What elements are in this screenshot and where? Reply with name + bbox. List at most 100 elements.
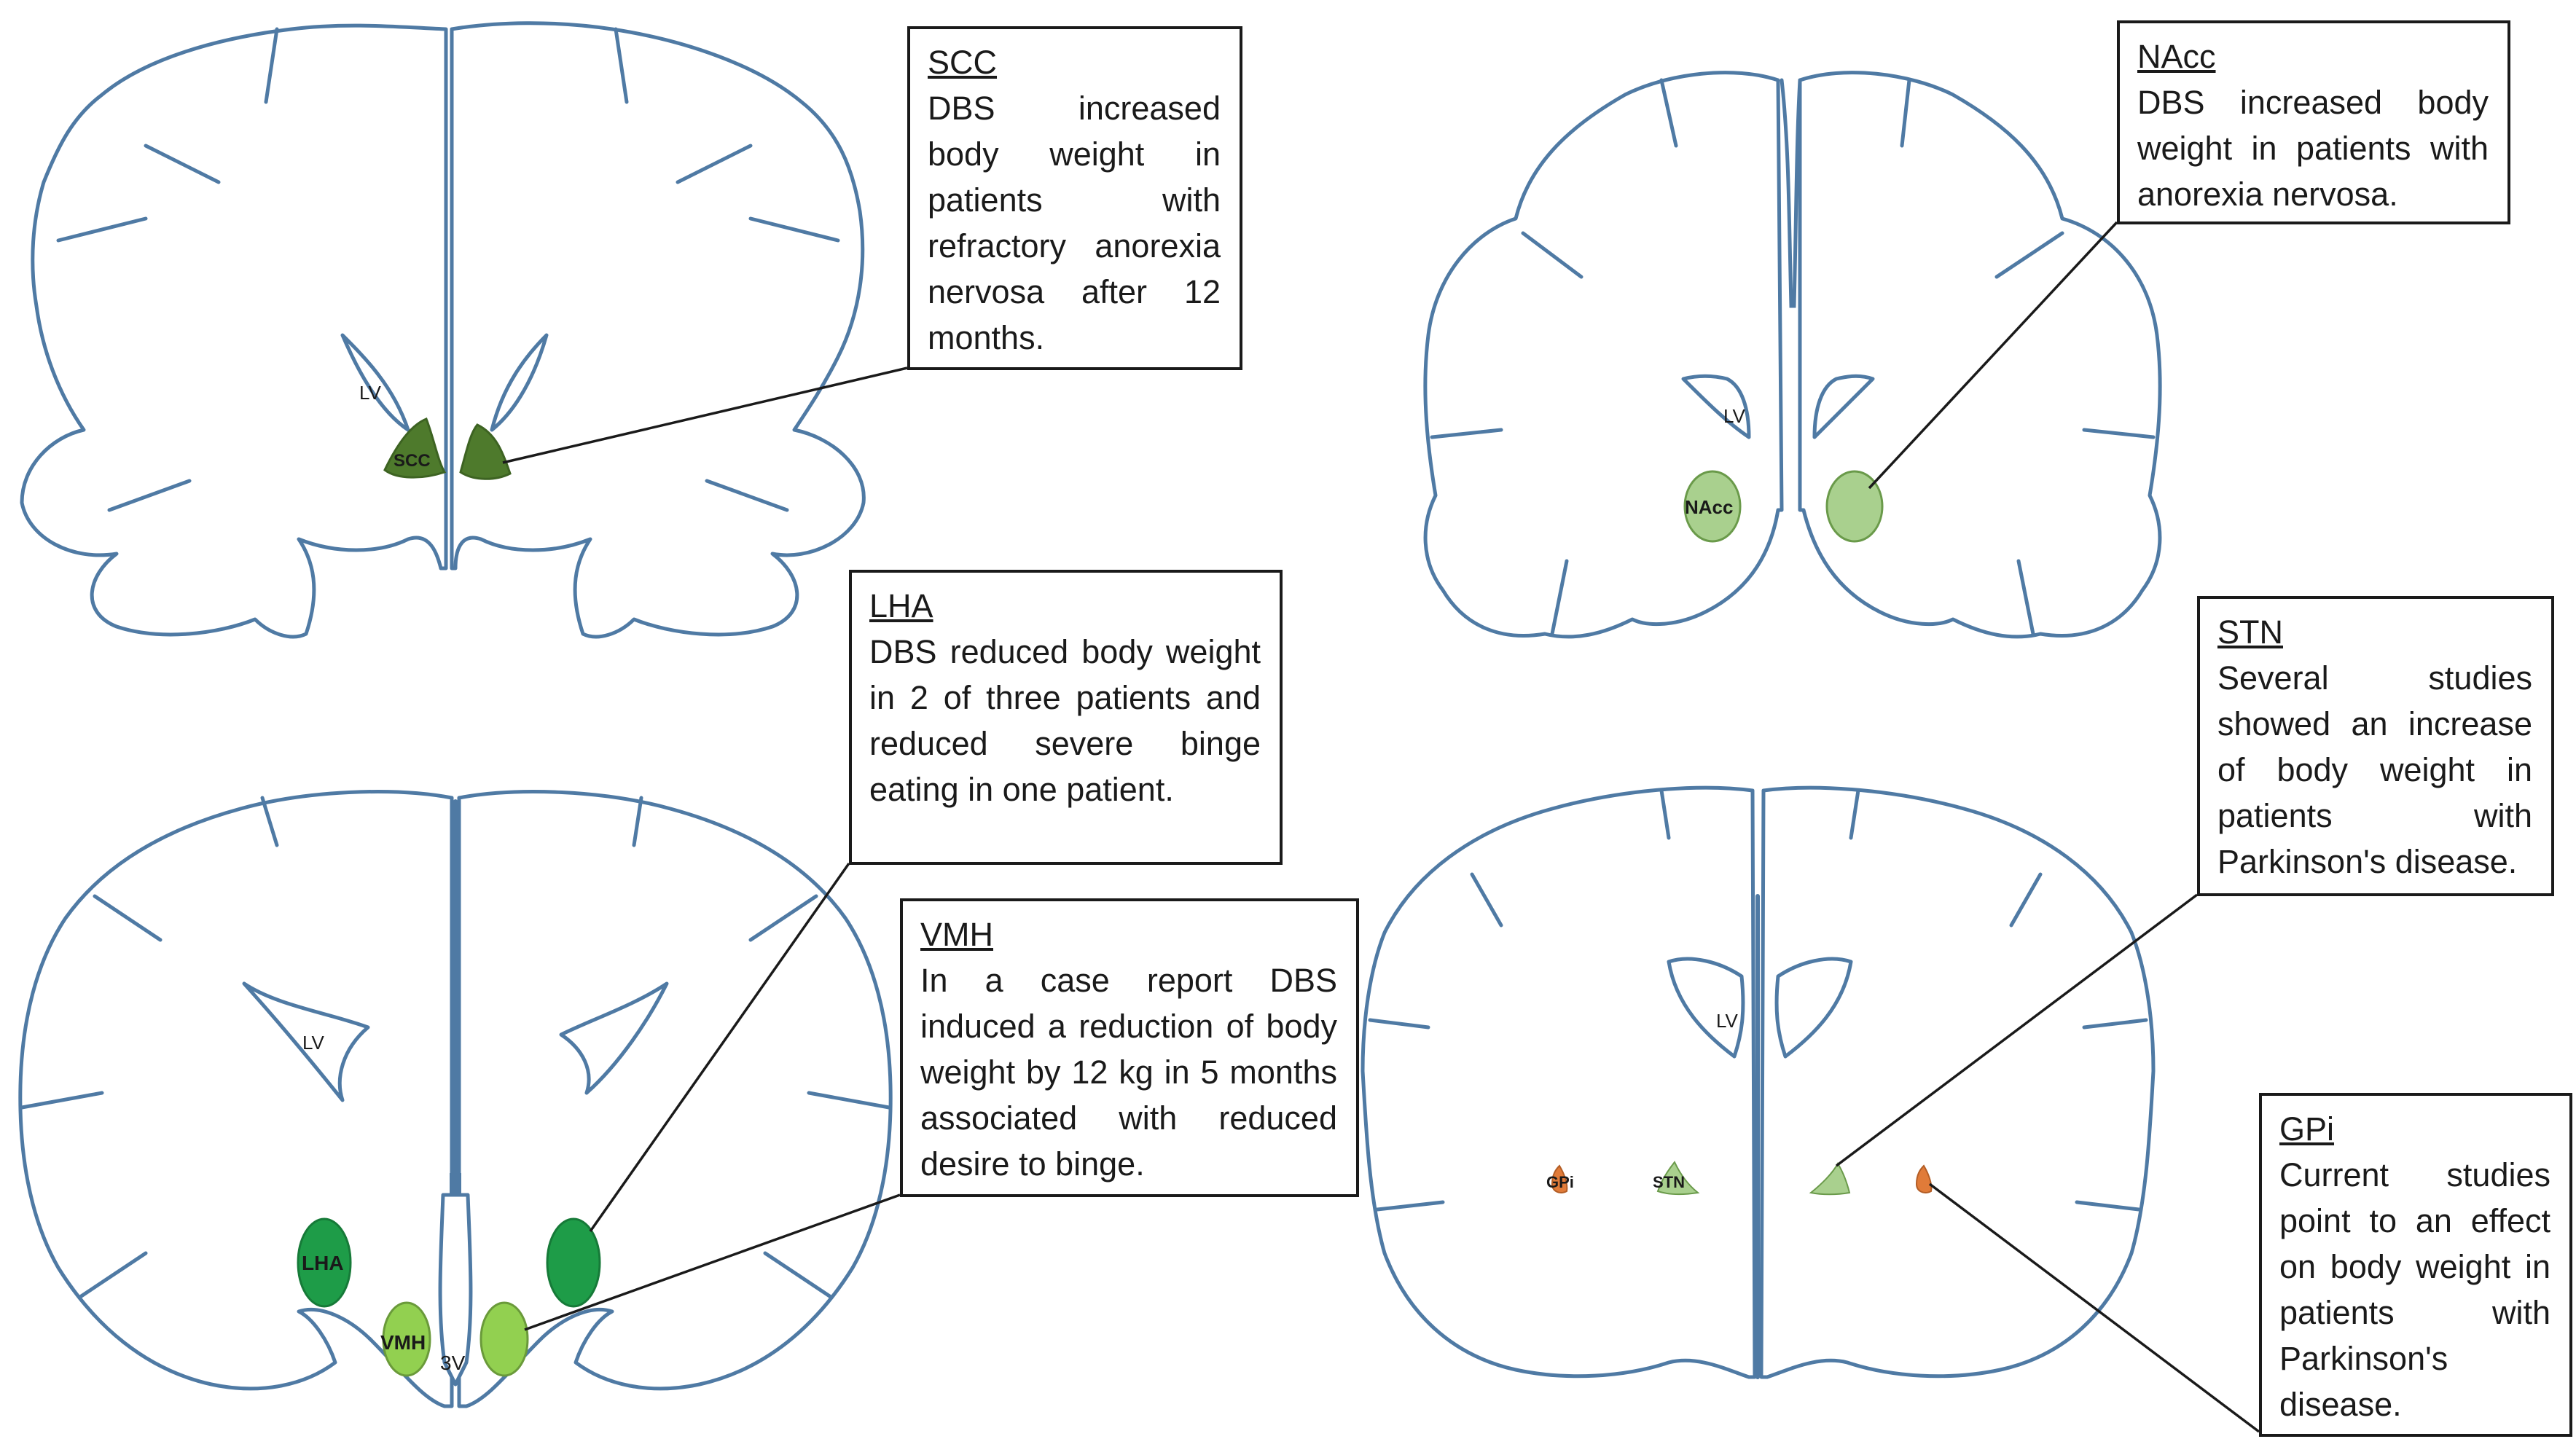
brain-outline-bottom-left (18, 790, 454, 1408)
stn-callout: STN Several studies showed an increase o… (2197, 596, 2554, 896)
sulcus (763, 1251, 833, 1299)
sulcus (2082, 1018, 2148, 1030)
sulcus (807, 1091, 891, 1110)
third-ventricle-label: 3V (440, 1352, 466, 1374)
lha-region-right (546, 1217, 601, 1308)
sulcus (2016, 559, 2035, 636)
brain-section-bottom-left: LV LHA VMH 3V (18, 790, 893, 1408)
nacc-region-right (1825, 470, 1884, 543)
stn-label: STN (1653, 1173, 1685, 1191)
lha-callout-text: DBS reduced body weight in 2 of three pa… (869, 633, 1261, 808)
sulcus (748, 894, 818, 942)
scc-region-right (459, 423, 512, 480)
brain-outline-top-left-right (450, 21, 866, 639)
sulcus (614, 27, 629, 104)
scc-leader-line (502, 366, 908, 464)
stn-region-left (1656, 1161, 1700, 1196)
stn-region-right (1809, 1161, 1851, 1196)
nacc-leader-line (1868, 221, 2118, 490)
lha-callout: LHA DBS reduced body weight in 2 of thre… (849, 570, 1283, 865)
brain-outline-top-right-right (1798, 71, 2162, 639)
brain-outline-top-left (20, 23, 448, 639)
sulcus (1900, 78, 1911, 148)
sulcus (20, 1091, 104, 1110)
nacc-region-left (1683, 470, 1742, 543)
lha-region-left (297, 1217, 352, 1308)
stn-callout-text: Several studies showed an increase of bo… (2217, 659, 2532, 880)
sulcus (1368, 1018, 1430, 1030)
scc-callout: SCC DBS increased body weight in patient… (907, 26, 1242, 370)
sulcus (1550, 559, 1569, 636)
brain-section-top-left: LV SCC (20, 21, 866, 639)
sulcus (1430, 428, 1503, 439)
gpi-callout: GPi Current studies point to an effect o… (2259, 1093, 2572, 1437)
sulcus (78, 1251, 148, 1299)
lv-label: LV (302, 1032, 325, 1054)
brain-section-bottom-right: LV GPi STN (1361, 785, 2156, 1379)
gpi-label: GPi (1546, 1173, 1574, 1191)
lateral-ventricle-left (1681, 374, 1751, 439)
lateral-ventricle-right (1774, 957, 1853, 1059)
sulcus (1994, 231, 2064, 279)
nacc-callout-title: NAcc (2137, 38, 2216, 75)
vmh-leader-line (524, 1193, 901, 1331)
lateral-ventricle-left (1667, 957, 1745, 1059)
stn-callout-title: STN (2217, 613, 2283, 651)
sulcus (56, 216, 148, 243)
sulcus (2082, 428, 2156, 439)
vmh-region-right (479, 1301, 529, 1377)
sulcus (1659, 78, 1678, 148)
brain-outline-bottom-left-right (457, 790, 893, 1408)
lv-label: LV (1716, 1010, 1739, 1032)
vmh-callout-text: In a case report DBS induced a reduction… (920, 962, 1337, 1183)
vmh-label: VMH (380, 1331, 426, 1354)
sulcus (1659, 788, 1671, 840)
sulcus (705, 479, 789, 512)
lha-leader-line (589, 862, 850, 1233)
gpi-region-right (1915, 1164, 1933, 1193)
gpi-callout-text: Current studies point to an effect on bo… (2279, 1156, 2550, 1423)
brain-outline-bottom-right-right (1759, 785, 2156, 1379)
sulcus (1521, 231, 1583, 279)
lateral-ventricle-right (490, 333, 549, 432)
lateral-ventricle-left (242, 981, 370, 1102)
sulcus (107, 479, 192, 512)
nacc-callout-text: DBS increased body weight in patients wi… (2137, 84, 2489, 213)
scc-region-left (383, 417, 447, 479)
lha-label: LHA (302, 1252, 344, 1274)
nacc-label: NAcc (1685, 496, 1733, 518)
brain-section-top-right: LV NAcc (1423, 71, 2162, 639)
sulcus (144, 144, 221, 184)
sulcus (264, 27, 279, 104)
vmh-region-left (382, 1301, 431, 1377)
third-ventricle-top (450, 1173, 461, 1195)
sulcus (2009, 872, 2043, 928)
lv-label: LV (1723, 405, 1746, 427)
vmh-callout-title: VMH (920, 916, 993, 953)
gpi-region-left (1551, 1164, 1568, 1193)
lha-callout-title: LHA (869, 587, 933, 624)
sulcus (260, 796, 279, 847)
sulcus (93, 894, 163, 942)
lateral-ventricle-right (1812, 374, 1875, 439)
stn-leader-line (1835, 893, 2199, 1167)
sulcus (676, 144, 753, 184)
vmh-callout: VMH In a case report DBS induced a reduc… (900, 898, 1359, 1197)
scc-label: SCC (394, 451, 431, 471)
brain-outline-top-right (1423, 71, 1784, 639)
lateral-ventricle-right (559, 981, 669, 1095)
sulcus (748, 216, 840, 243)
gpi-callout-title: GPi (2279, 1110, 2335, 1148)
nacc-callout: NAcc DBS increased body weight in patien… (2117, 20, 2510, 224)
sulcus (1470, 872, 1503, 928)
gpi-leader-line (1928, 1183, 2260, 1433)
sulcus (2075, 1200, 2141, 1212)
lv-label: LV (359, 382, 382, 404)
sulcus (1849, 788, 1860, 840)
brain-outline-bottom-right (1361, 785, 1757, 1379)
scc-callout-title: SCC (928, 44, 998, 81)
scc-callout-text: DBS increased body weight in patients wi… (928, 90, 1221, 356)
interhemispheric-fissure (1780, 78, 1802, 308)
third-ventricle (438, 1193, 473, 1387)
